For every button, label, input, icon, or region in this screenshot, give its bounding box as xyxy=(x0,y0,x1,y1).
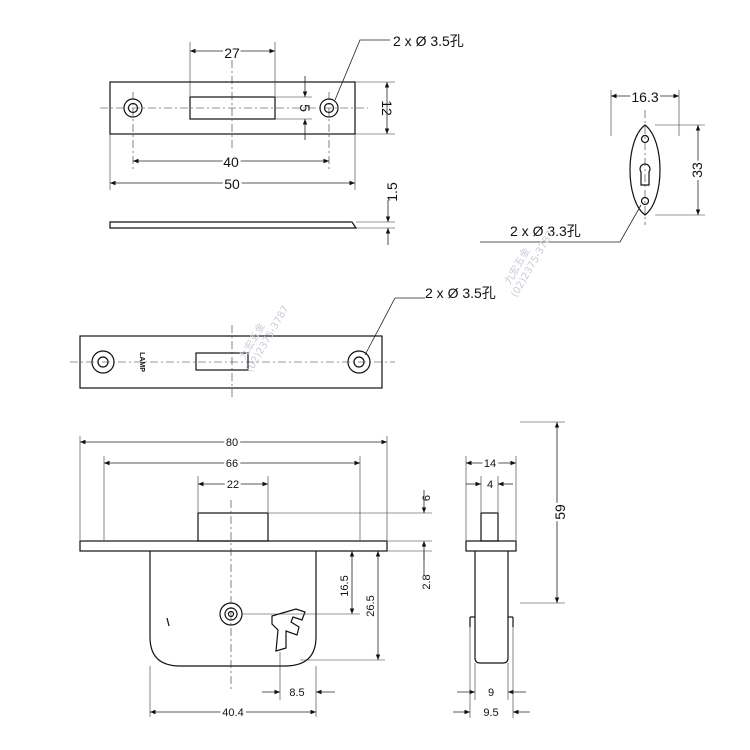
dim-strike-height: 12 xyxy=(379,100,395,116)
dim-latch-width: 22 xyxy=(227,479,239,491)
strike-side-view: 1.5 xyxy=(109,182,400,245)
dim-face-length: 80 xyxy=(226,437,238,449)
escutcheon-hole-callout: 2 x Ø 3.3孔 xyxy=(510,223,581,239)
strike-hole-leader xyxy=(334,39,390,101)
dim-strike-slot-height: 5 xyxy=(297,104,313,112)
dim-side-body: 9 xyxy=(488,687,494,699)
dim-latch-center-drop: 16.5 xyxy=(339,575,351,596)
side-body xyxy=(474,551,509,664)
faceplate-brand-mark: LAMP xyxy=(138,352,145,372)
dim-side-height: 59 xyxy=(552,504,568,520)
dim-strike-length: 50 xyxy=(224,176,240,192)
escutcheon-keyhole xyxy=(639,163,651,186)
strike-side-outline xyxy=(109,221,358,229)
dim-key-offset: 8.5 xyxy=(289,687,304,699)
dim-key-center-drop: 26.5 xyxy=(365,595,377,616)
dim-face-thickness: 2.8 xyxy=(421,574,433,589)
dim-backset: 40.4 xyxy=(222,707,243,719)
strike-plate-view: 27 5 12 40 50 2 x Ø 3.5孔 xyxy=(100,33,464,195)
lock-latch xyxy=(197,512,269,542)
dim-side-overall: 9.5 xyxy=(483,707,498,719)
lock-case-mark xyxy=(166,617,170,627)
faceplate-hole-leader xyxy=(364,297,425,356)
dim-strike-hole-spacing: 40 xyxy=(223,154,239,170)
lock-case-outline xyxy=(149,551,317,667)
faceplate-view: LAMP 2 x Ø 3.5孔 xyxy=(70,285,496,400)
strike-hole-callout: 2 x Ø 3.5孔 xyxy=(393,33,464,49)
dim-body-hole-spacing: 66 xyxy=(226,458,238,470)
lock-key-lever xyxy=(271,608,306,652)
strike-slot xyxy=(189,96,276,120)
faceplate-latch-opening xyxy=(195,352,249,371)
lock-faceplate-bar xyxy=(79,540,388,552)
escutcheon-outline xyxy=(629,124,661,216)
dim-escutcheon-height: 33 xyxy=(689,162,705,178)
escutcheon-view: 16.3 33 2 x Ø 3.3孔 xyxy=(480,87,708,243)
faceplate-hole-callout: 2 x Ø 3.5孔 xyxy=(425,285,496,301)
dim-strike-slot-width: 27 xyxy=(224,45,240,61)
side-faceplate xyxy=(465,540,517,552)
dim-strike-thickness: 1.5 xyxy=(384,182,400,202)
lock-side-view: 14 4 59 9 9.5 xyxy=(453,421,571,719)
dim-escutcheon-width: 16.3 xyxy=(631,89,658,105)
strike-plate-outline xyxy=(109,81,356,135)
dim-side-latch: 4 xyxy=(487,479,493,491)
side-latch xyxy=(480,512,499,542)
dim-latch-projection: 6 xyxy=(421,495,433,501)
escutcheon-hole-leader xyxy=(480,204,642,243)
dim-side-width: 14 xyxy=(484,458,496,470)
lock-body-view: 80 66 22 6 2.8 16.5 26.5 xyxy=(79,435,433,722)
